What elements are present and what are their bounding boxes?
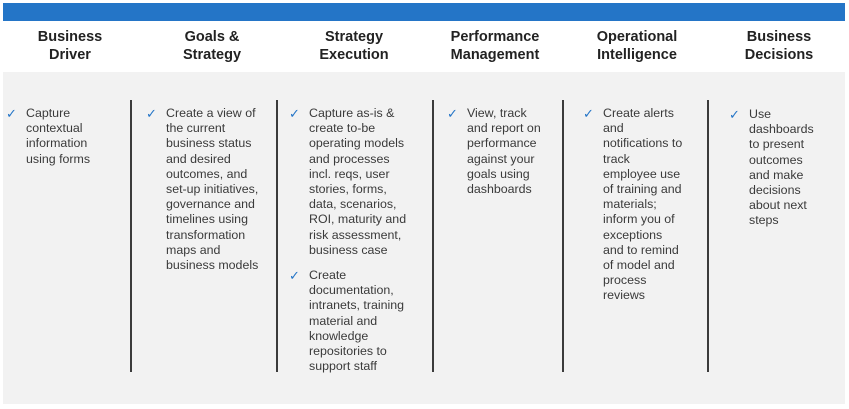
header-business-decisions: Business Decisions [744, 29, 814, 63]
list-item: ✓ Create documentation, intranets, traini… [289, 268, 429, 374]
header-business-driver: Business Driver [37, 29, 103, 63]
header-operational-intelligence: Operational Intelligence [596, 29, 678, 63]
content-panel [3, 72, 845, 404]
header-row: Business Driver Goals & Strategy Strateg… [0, 24, 849, 72]
column-strategy-execution: ✓ Capture as-is & create to-be operating … [289, 106, 429, 384]
list-item: ✓ Capture contextual information using fo… [6, 106, 126, 167]
column-divider [130, 100, 132, 372]
top-accent-bar [3, 3, 845, 21]
column-divider [276, 100, 278, 372]
list-item: ✓ Use dashboards to present outcomes and … [729, 107, 841, 229]
list-item: ✓ Capture as-is & create to-be operating … [289, 106, 429, 258]
column-operational-intelligence: ✓ Create alerts and notifications to trac… [583, 106, 703, 314]
list-item-text: Capture as-is & create to-be operating m… [309, 106, 407, 257]
list-item: ✓ View, track and report on performance a… [447, 106, 559, 197]
list-item-text: Create documentation, intranets, trainin… [309, 268, 405, 374]
list-item-text: Create a view of the current business st… [166, 106, 259, 273]
checkmark-icon: ✓ [289, 106, 300, 121]
column-business-driver: ✓ Capture contextual information using fo… [6, 106, 126, 177]
list-item-text: View, track and report on performance ag… [467, 106, 541, 197]
list-item-text: Capture contextual information using for… [26, 106, 91, 166]
column-business-decisions: ✓ Use dashboards to present outcomes and … [729, 107, 841, 239]
column-divider [707, 100, 709, 372]
header-performance-management: Performance Management [450, 29, 540, 63]
checkmark-icon: ✓ [729, 107, 740, 122]
header-strategy-execution: Strategy Execution [319, 29, 389, 63]
list-item-text: Create alerts and notifications to track… [603, 106, 683, 303]
column-divider [432, 100, 434, 372]
column-goals-strategy: ✓ Create a view of the current business s… [146, 106, 274, 283]
column-divider [562, 100, 564, 372]
header-goals-strategy: Goals & Strategy [182, 29, 242, 63]
checkmark-icon: ✓ [289, 268, 300, 284]
checkmark-icon: ✓ [146, 106, 157, 121]
list-item: ✓ Create alerts and notifications to trac… [583, 106, 703, 304]
list-item-text: Use dashboards to present outcomes and m… [749, 107, 814, 228]
checkmark-icon: ✓ [447, 106, 458, 121]
checkmark-icon: ✓ [583, 106, 594, 121]
list-item: ✓ Create a view of the current business s… [146, 106, 274, 273]
column-performance-management: ✓ View, track and report on performance a… [447, 106, 559, 207]
checkmark-icon: ✓ [6, 106, 17, 121]
